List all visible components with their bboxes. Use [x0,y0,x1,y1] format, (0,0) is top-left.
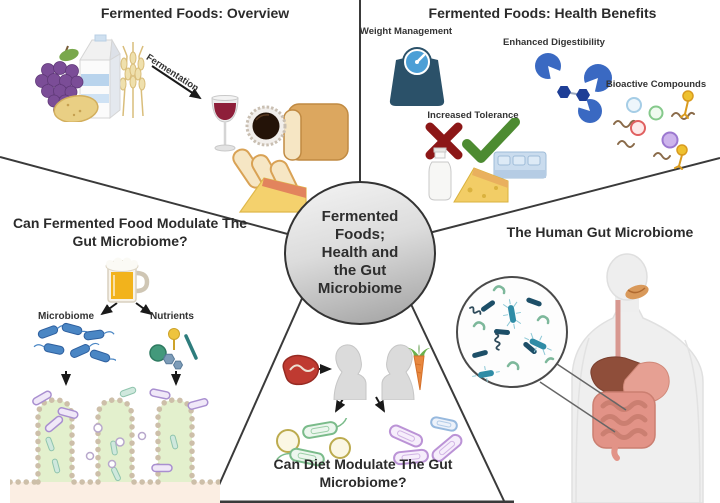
beer-to-nutrients-arrow [135,302,153,316]
nutrient-molecules-icon [149,328,198,370]
label-microbiome: Microbiome [37,311,95,322]
cheese-block-icon [453,167,509,203]
enzyme-molecules-icon [535,53,612,123]
label-bioactive-compounds: Bioactive Compounds [605,79,707,90]
section-title-health-benefits: Fermented Foods: Health Benefits [428,5,657,21]
fermented-products-icons [211,95,349,213]
carrot-icon [408,344,430,391]
navy-rod-bacteria [472,297,542,358]
label-increased-tolerance: Increased Tolerance [427,110,519,121]
center-circle-line: the Gut [333,262,387,279]
blue-bacteria-icon [33,322,116,365]
label-nutrients: Nutrients [150,311,194,322]
meat-icon [282,354,320,386]
potato-icon [53,95,99,122]
label-enhanced-digestibility: Enhanced Digestibility [503,37,605,48]
head-profile-left [333,344,367,400]
section-title-overview: Fermented Foods: Overview [100,5,290,21]
bioactive-molecules-icon [613,90,695,170]
green-bacteria-group-icon [276,418,351,467]
head-profile-right [381,344,415,400]
purple-bacteria-group-icon [388,416,463,466]
villi-vesicles [85,423,147,469]
grapes-icon [35,45,84,116]
human-digestive-system-icon [571,253,704,503]
beer-to-microbiome-arrow [100,302,118,316]
section-title-diet-modulation: Can Diet Modulate The Gut Microbiome? [273,456,453,490]
raw-ingredients-icons [35,34,146,122]
cheese-wedge-icon [238,177,307,213]
center-circle: Fermented Foods; Health and the Gut Micr… [284,181,436,325]
fermentation-arrow [151,65,202,100]
soy-sauce-bowl-icon [245,105,287,147]
head-to-bacteria-right-arrow [374,396,385,413]
intestines [592,391,656,461]
ice-tray-icon [493,151,547,179]
center-circle-line: Microbiome [317,280,403,297]
wheat-icon [119,42,146,118]
wine-glass-icon [211,95,239,152]
beer-mug-icon [105,257,150,303]
check-icon [462,118,520,163]
center-circle-line: Fermented [321,208,399,225]
center-circle-line: Foods; [335,226,385,243]
spirochete-bacteria [469,306,501,351]
gut-bacteria-zoom-icon [456,276,627,433]
milk-bottle-icon [428,147,452,201]
section-title-human-gut: The Human Gut Microbiome [506,224,694,240]
villi-teal-bacteria [45,386,179,482]
weighing-scale-icon [389,47,445,106]
teal-pili-bacteria [472,299,552,382]
center-circle-line: Health and [321,244,399,261]
villi-purple-bacteria [32,388,209,473]
intestinal-villi-icon [10,386,220,503]
human-head-profiles-icon [333,344,415,400]
label-weight-management: Weight Management [359,26,453,37]
green-curved-bacteria [472,285,555,371]
section-title-fermented-modulation: Can Fermented Food Modulate The Gut Micr… [12,215,248,249]
cross-check-dairy-icon [425,118,547,203]
